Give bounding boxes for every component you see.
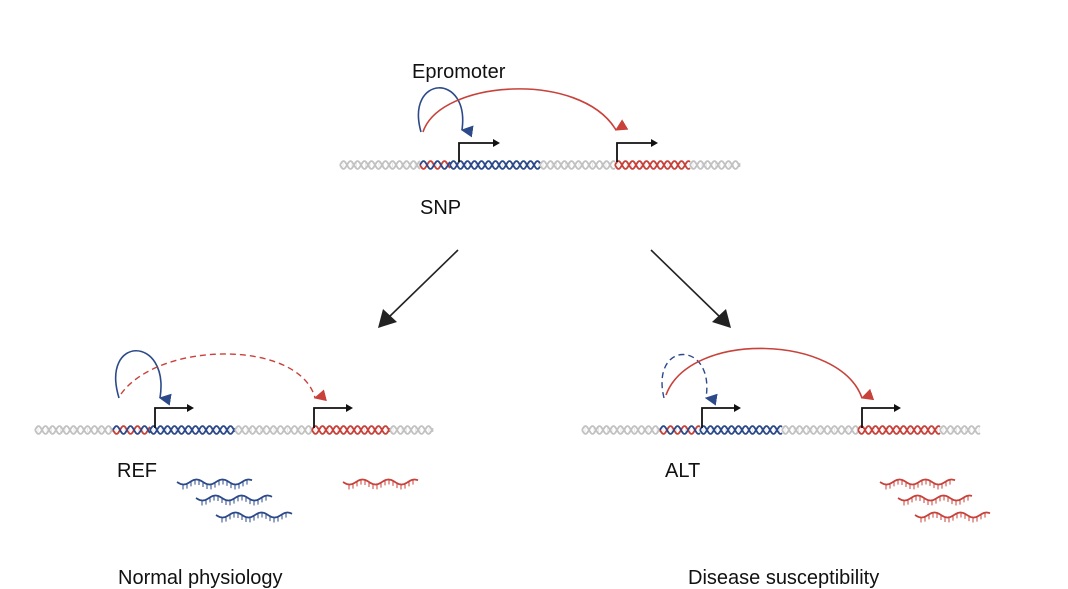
strand bbox=[689, 160, 741, 170]
ref-tss-arrows bbox=[154, 404, 353, 428]
normal-physiology-label: Normal physiology bbox=[118, 567, 283, 589]
snp-label: SNP bbox=[420, 197, 462, 219]
epromoter-label: Epromoter bbox=[412, 61, 506, 83]
strand bbox=[112, 425, 151, 435]
tss-stem bbox=[701, 407, 734, 428]
tss-head bbox=[493, 139, 500, 147]
tss-stem bbox=[861, 407, 894, 428]
branch-arrow-right bbox=[650, 249, 731, 328]
dna-segment bbox=[539, 160, 616, 170]
alt-transcripts bbox=[879, 478, 991, 523]
alt-dna-strand bbox=[581, 425, 981, 435]
mrna-backbone bbox=[897, 494, 973, 502]
strand bbox=[614, 160, 691, 170]
dna-segment bbox=[234, 425, 313, 435]
dna-segment bbox=[112, 425, 151, 435]
strand bbox=[581, 425, 661, 435]
mrna-transcript-icon bbox=[176, 478, 253, 490]
mrna-transcript-icon bbox=[195, 494, 273, 506]
dna-segment bbox=[857, 425, 941, 435]
strand bbox=[419, 160, 451, 170]
strand bbox=[34, 425, 114, 435]
top-tss-arrows bbox=[458, 139, 658, 162]
strand bbox=[149, 425, 236, 435]
strand bbox=[339, 160, 421, 170]
dna-segment bbox=[311, 425, 391, 435]
ref-transcripts bbox=[176, 478, 419, 523]
tss-stem bbox=[458, 142, 493, 162]
strand bbox=[339, 160, 421, 170]
tss-arrow-icon bbox=[154, 404, 194, 428]
dna-segment bbox=[449, 160, 541, 170]
strand bbox=[234, 425, 313, 435]
tss-stem bbox=[313, 407, 346, 428]
strand bbox=[857, 425, 941, 435]
top-dna-strand bbox=[339, 160, 741, 170]
ref-label: REF bbox=[117, 460, 157, 482]
tss-head bbox=[734, 404, 741, 412]
ref-cis-loop-arrow bbox=[114, 350, 172, 406]
dna-segment bbox=[581, 425, 661, 435]
disease-susceptibility-label: Disease susceptibility bbox=[688, 567, 880, 589]
tss-stem bbox=[154, 407, 187, 428]
strand bbox=[449, 160, 541, 170]
alt-tss-arrows bbox=[701, 404, 901, 428]
tss-head bbox=[894, 404, 901, 412]
ref-distal-arc-arrow-dashed bbox=[120, 353, 327, 402]
alt-label: ALT bbox=[665, 460, 701, 482]
mrna-transcript-icon bbox=[215, 511, 293, 523]
strand bbox=[939, 425, 981, 435]
tss-head bbox=[187, 404, 194, 412]
dna-segment bbox=[339, 160, 421, 170]
alt-distal-arc-arrow bbox=[665, 347, 875, 401]
dna-segment bbox=[699, 425, 783, 435]
mrna-transcript-icon bbox=[914, 511, 991, 523]
dna-segment bbox=[939, 425, 981, 435]
tss-arrow-icon bbox=[616, 139, 658, 162]
strand bbox=[311, 425, 391, 435]
top-cis-loop-arrow bbox=[417, 87, 474, 138]
dna-segment bbox=[689, 160, 741, 170]
tss-arrow-icon bbox=[458, 139, 500, 162]
mrna-transcript-icon bbox=[879, 478, 956, 490]
dna-segment bbox=[389, 425, 434, 435]
strand bbox=[781, 425, 859, 435]
tss-head bbox=[346, 404, 353, 412]
strand bbox=[449, 160, 541, 170]
strand bbox=[112, 425, 151, 435]
dna-segment bbox=[419, 160, 451, 170]
strand bbox=[389, 425, 434, 435]
tss-arrow-icon bbox=[701, 404, 741, 428]
strand bbox=[419, 160, 451, 170]
strand bbox=[539, 160, 616, 170]
strand bbox=[34, 425, 114, 435]
dna-segment bbox=[149, 425, 236, 435]
mrna-transcript-icon bbox=[342, 478, 419, 490]
top-distal-arc-arrow bbox=[422, 88, 629, 133]
tss-head bbox=[651, 139, 658, 147]
strand bbox=[699, 425, 783, 435]
strand bbox=[581, 425, 661, 435]
dna-segment bbox=[34, 425, 114, 435]
strand bbox=[234, 425, 313, 435]
alt-cis-loop-arrow-dashed bbox=[661, 353, 718, 406]
tss-stem bbox=[616, 142, 651, 162]
tss-arrow-icon bbox=[861, 404, 901, 428]
dna-segment bbox=[614, 160, 691, 170]
strand bbox=[659, 425, 701, 435]
ref-dna-strand bbox=[34, 425, 434, 435]
dna-segment bbox=[781, 425, 859, 435]
dna-segment bbox=[659, 425, 701, 435]
tss-arrow-icon bbox=[313, 404, 353, 428]
branch-arrow-left bbox=[378, 249, 459, 328]
strand bbox=[311, 425, 391, 435]
mrna-transcript-icon bbox=[897, 494, 973, 506]
